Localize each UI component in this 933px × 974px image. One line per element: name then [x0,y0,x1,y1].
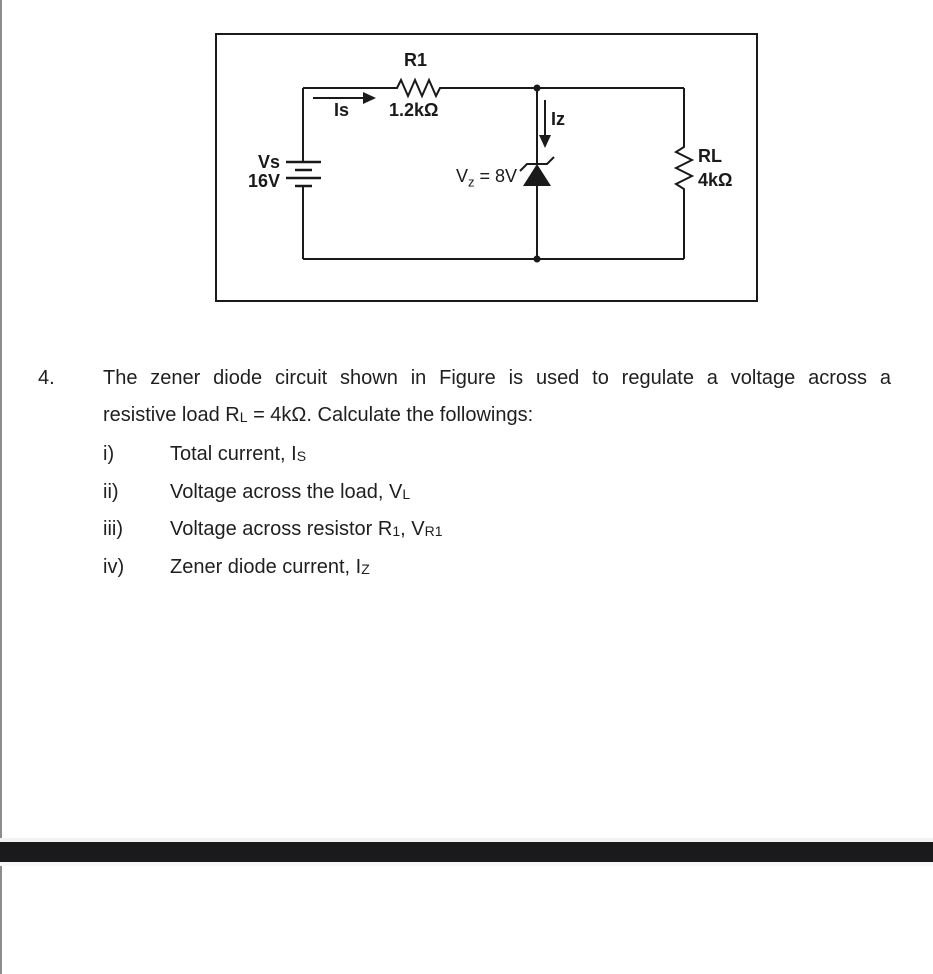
item-iv-marker: iv) [103,556,125,578]
item-iii-marker: iii) [103,518,123,540]
page-left-rule [0,0,2,974]
item-i-text: Total current, IS [170,442,306,466]
item-iii-sub2: R1 [424,523,443,539]
is-arrowhead [363,92,376,104]
item-iii-mid: , V [400,518,425,540]
item-iii-sub: 1 [392,523,401,539]
item-iii-text: Voltage across resistor R1, VR1 [170,517,442,541]
junction-dot-bottom [533,255,541,263]
zener-diode-triangle [523,164,551,186]
r1-name-label: R1 [404,50,428,70]
circuit-wires [286,77,695,260]
junction-dot-top [533,84,541,92]
item-i-sub: S [296,448,307,464]
divider-shadow-bottom [0,862,933,866]
problem-number: 4. [38,367,55,389]
item-iii-pre: Voltage across resistor R [170,518,393,540]
vs-value-label: 16V [247,171,280,191]
battery-symbol [286,160,321,188]
vz-pre: V [455,166,468,186]
is-current-label: Is [334,100,350,120]
item-ii-text: Voltage across the load, VL [170,480,410,504]
resistor-r1-symbol [303,77,684,99]
divider-shadow-top [0,838,933,842]
item-i-marker: i) [103,443,115,465]
zener-circuit-diagram [286,77,695,263]
circuit-figure-box [215,33,758,302]
circuit-solids [363,84,551,263]
problem-line1: The zener diode circuit shown in Figure … [103,367,891,389]
item-i-pre: Total current, I [170,443,297,465]
item-ii-pre: Voltage across the load, V [170,481,403,503]
vz-post: = 8V [474,166,517,186]
vs-name-label: Vs [257,152,280,172]
r1-value-label: 1.2kΩ [389,100,439,120]
rl-value-label: 4kΩ [698,170,733,190]
item-iv-text: Zener diode current, IZ [170,555,370,579]
line2-post: = 4kΩ. Calculate the followings: [247,404,534,426]
iz-current-label: Iz [551,109,566,129]
vz-sub: z [467,174,475,190]
item-ii-sub: L [402,486,411,502]
vz-value-label: Vz = 8V [430,166,517,190]
item-iv-sub: Z [361,561,370,577]
line2-sub: L [239,409,248,425]
problem-line2: resistive load RL = 4kΩ. Calculate the f… [103,403,533,427]
item-iv-pre: Zener diode current, I [170,556,362,578]
item-ii-marker: ii) [103,481,119,503]
rl-name-label: RL [698,146,722,166]
resistor-rl-symbol [673,88,695,259]
page-divider-bar [0,842,933,862]
line2-pre: resistive load R [103,404,240,426]
iz-arrowhead [539,135,551,148]
